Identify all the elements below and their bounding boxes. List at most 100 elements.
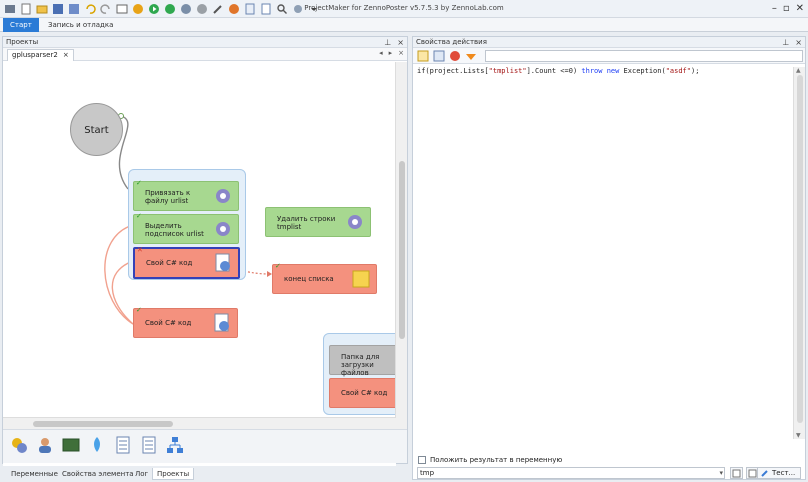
start-node[interactable]: Start [70,103,123,156]
error-mark-icon: ✕ [137,246,143,254]
tab-start[interactable]: Старт [3,18,39,32]
connections-layer [104,113,272,325]
doc-tab-close-icon[interactable]: × [62,51,69,59]
connector-to-list-end [235,269,271,275]
project-canvas[interactable]: Start ✓ Привязать к файлу urlist ✓ Выдел… [3,62,396,467]
node-select-list[interactable]: ✓ Выделить подсписок urlist [133,212,239,244]
list-icon[interactable] [259,2,273,16]
node-list-end-label: конец списка [284,275,334,283]
node-bind-file-label: Привязать к файлу urlist [145,189,191,205]
open-folder-icon[interactable] [35,2,49,16]
pin-icon[interactable]: ⊥ [384,38,392,47]
rocket-icon[interactable] [87,434,106,456]
scroll-down-icon[interactable]: ▼ [796,432,801,439]
gears-icon[interactable] [9,434,28,456]
code-text: ); [691,67,700,75]
browser-icon[interactable] [227,2,241,16]
user-icon[interactable] [35,434,54,456]
scrollbar-thumb[interactable] [399,161,405,339]
pin-icon[interactable]: ⊥ [782,38,790,47]
projects-panel-title: Проекты [6,38,39,46]
search-icon[interactable] [275,2,289,16]
code-vertical-scrollbar[interactable]: ▲ ▼ [793,67,805,439]
doc-tab-label: gplusparser2 [12,51,58,59]
notepad-icon[interactable] [243,2,257,16]
stop-icon[interactable] [195,2,209,16]
variable-select[interactable]: tmp ▾ [417,467,725,479]
tools-icon[interactable] [211,2,225,16]
scroll-up-icon[interactable]: ▲ [796,67,801,74]
node-folder-upload[interactable]: Папка для загрузки файлов [329,345,396,377]
projects-panel-header: Проекты ⊥ × [3,37,407,48]
customize-dropdown-icon[interactable] [307,2,321,16]
tab-element-properties[interactable]: Свойства элемента [62,470,134,478]
new-file-icon[interactable] [19,2,33,16]
doc-tab-gplusparser2[interactable]: gplusparser2 × [7,49,74,61]
canvas-horizontal-scrollbar[interactable] [3,417,396,429]
variable-row: tmp ▾ Тест... [417,467,801,480]
code-editor[interactable]: if(project.Lists["tmplist"].Count <=0) t… [417,67,791,472]
tab-projects[interactable]: Проекты [152,468,195,480]
browser-window-icon[interactable] [61,434,80,456]
node-csharp-lower-label: Свой C# код [145,319,192,327]
code-view-icon[interactable] [432,49,445,62]
node-csharp-lower[interactable]: ✓ Свой C# код [133,306,238,338]
undo-icon[interactable] [83,2,97,16]
settings-icon[interactable] [291,2,305,16]
tab-scroll-right-icon[interactable]: ▸ [388,49,393,57]
put-result-checkbox[interactable] [418,455,426,464]
test-icon [760,469,769,481]
quick-access-toolbar [3,2,321,16]
code-text: Exception( [619,67,666,75]
bottom-tabs: Переменные Свойства элемента Лог Проекты [2,466,408,482]
play-icon[interactable] [147,2,161,16]
move-down-icon[interactable] [464,49,477,62]
tab-record-debug[interactable]: Запись и отладка [48,21,114,29]
debug-icon[interactable] [179,2,193,16]
code-string: "tmplist" [488,67,527,75]
tab-scroll-left-icon[interactable]: ◂ [379,49,383,57]
node-delete-lines[interactable]: Удалить строки tmplist [265,207,371,237]
csharp-file-icon [215,253,230,272]
save-icon[interactable] [51,2,65,16]
chevron-down-icon[interactable]: ▾ [719,469,723,477]
sticky-note-icon [352,270,370,288]
node-csharp-right[interactable]: Свой C# код [329,378,396,408]
table-operations-icon[interactable] [139,434,158,456]
panel-close-icon[interactable]: × [397,38,404,47]
code-keyword: throw [581,67,603,75]
node-csharp-selected[interactable]: ✕ Свой C# код [133,246,240,279]
test-button-label: Тест... [772,469,796,477]
maximize-icon[interactable]: ▫ [782,3,790,14]
action-toolbar [413,48,805,64]
tab-variables[interactable]: Переменные [11,470,58,478]
tab-log[interactable]: Лог [135,470,149,478]
save-all-icon[interactable] [67,2,81,16]
copy-icon[interactable] [730,467,743,479]
stop-red-icon[interactable] [448,49,461,62]
step-icon[interactable] [163,2,177,16]
app-menu-icon[interactable] [3,2,17,16]
scrollbar-thumb[interactable] [33,421,173,427]
properties-view-icon[interactable] [416,49,429,62]
panel-close-icon[interactable]: × [795,38,802,47]
put-result-label: Положить результат в переменную [430,455,563,464]
canvas-vertical-scrollbar[interactable] [395,62,407,445]
node-list-end[interactable]: ✓ конец списка [272,262,377,294]
list-operations-icon[interactable] [113,434,132,456]
network-icon[interactable] [165,434,184,456]
redo-icon[interactable] [99,2,113,16]
node-bind-file[interactable]: ✓ Привязать к файлу urlist [133,179,239,211]
action-name-field[interactable] [485,50,803,62]
document-tabs: gplusparser2 × ◂ ▸ × [3,48,407,61]
window-layout-icon[interactable] [115,2,129,16]
record-icon[interactable] [131,2,145,16]
window-controls: – ▫ ✕ [772,2,804,16]
tab-close-all-icon[interactable]: × [398,49,404,57]
close-icon[interactable]: ✕ [795,3,804,14]
gear-icon [216,189,230,203]
minimize-icon[interactable]: – [771,3,777,14]
node-csharp-right-label: Свой C# код [341,389,388,397]
test-button[interactable]: Тест... [757,467,801,479]
scrollbar-thumb[interactable] [797,75,803,423]
